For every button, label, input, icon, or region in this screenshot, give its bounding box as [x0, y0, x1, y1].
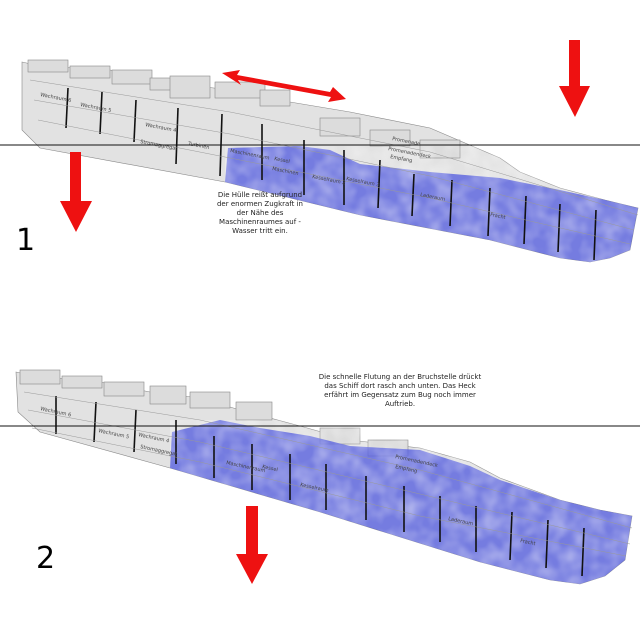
superstructure-1: [27, 59, 461, 159]
decks-1: [29, 79, 639, 245]
water-texture-2: [170, 420, 632, 584]
bulkheads-1: [65, 87, 597, 261]
room-label: Maschinen: [272, 166, 299, 177]
step-number-2: 2: [36, 541, 56, 576]
water-texture-1: [225, 146, 638, 262]
tension-arrow: [222, 70, 346, 102]
annotation-2: Die schnelle Flutung an der Bruchstelle …: [318, 373, 482, 408]
room-label: Laderaum: [420, 192, 446, 203]
room-label: Kessel: [262, 464, 279, 473]
room-label: Empfang: [395, 464, 418, 475]
room-label: Wachraum 6: [40, 92, 72, 104]
down-arrow-2: [236, 506, 268, 584]
bulkheads-2: [55, 396, 585, 577]
room-label: Turbinen: [187, 141, 210, 151]
room-label: Fracht: [520, 538, 536, 547]
room-label: Wachraum 5: [80, 102, 112, 114]
room-label: Empfang: [390, 154, 413, 164]
room-label: Kesselraum: [300, 482, 330, 494]
room-label: Promenade: [392, 136, 421, 147]
down-arrow-bow-1: [60, 152, 92, 232]
room-label: Wachraum 4: [145, 122, 177, 134]
down-arrow-stern-1: [559, 40, 590, 117]
superstructure-2: [19, 369, 409, 457]
room-label: Laderaum: [448, 516, 474, 527]
room-label: Kessel: [274, 156, 291, 165]
annotation-1: Die Hülle reißt aufgrund der enormen Zug…: [216, 191, 303, 235]
step-number-1: 1: [16, 223, 36, 258]
room-label: Fracht: [490, 212, 506, 221]
